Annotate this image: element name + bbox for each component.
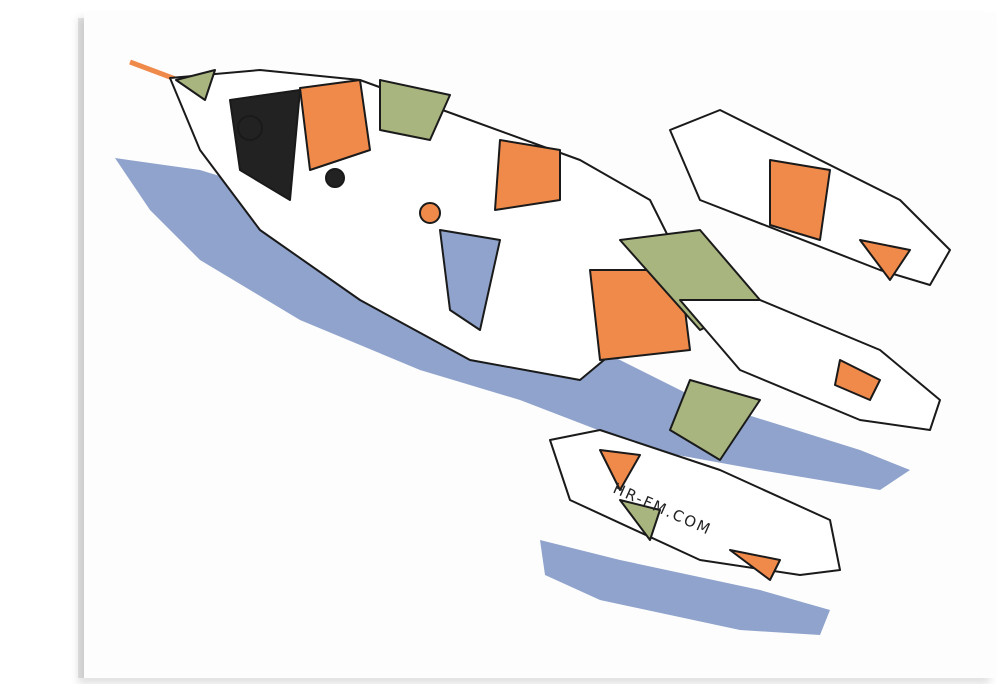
middle-engine [669,299,941,461]
canvas-edge [78,18,84,678]
upper-engine [669,109,951,286]
rocket-body [129,59,761,381]
lower-engine [549,429,841,581]
